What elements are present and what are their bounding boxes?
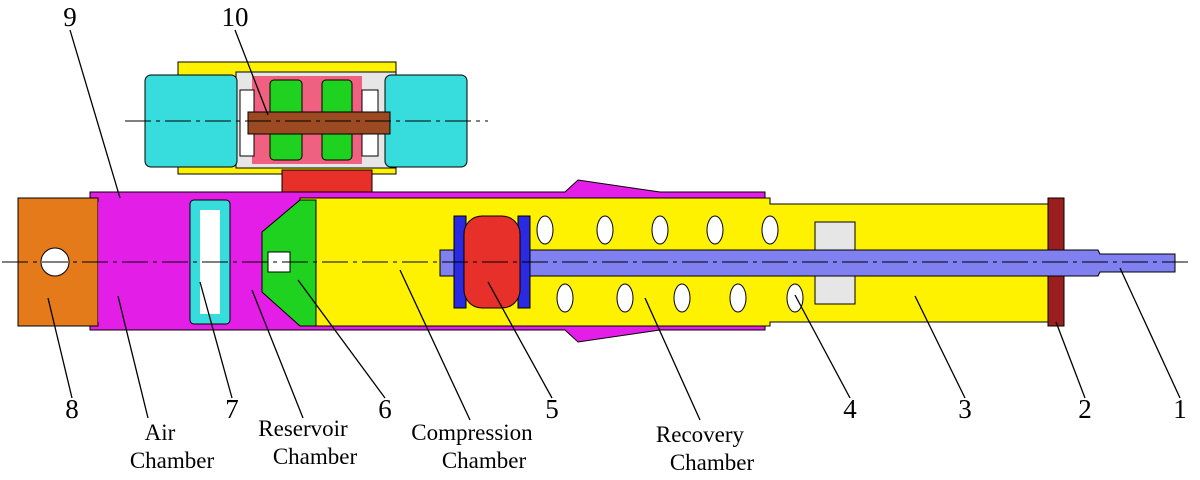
label-part-10: 10 [222,2,249,32]
spring-coil [706,215,724,245]
spring-coil [616,283,634,313]
leader-line-5 [487,281,553,399]
leader-line-air [117,295,149,419]
gearbox-shaft [247,111,391,135]
chamber-labels: Air Chamber Reservoir Chamber Compressio… [130,416,755,475]
gearbox-assembly [144,61,468,197]
label-part-8: 8 [65,394,79,424]
spring-coil [556,283,574,313]
label-part-7: 7 [225,394,239,424]
label-part-4: 4 [843,394,857,424]
spring-coil [651,215,669,245]
spring-coil [673,283,691,313]
leader-line-compression [399,269,471,421]
recovery-chamber-label-line2: Chamber [670,450,755,475]
spring-coil [761,215,779,245]
compression-chamber-label-line1: Compression [411,420,533,445]
leader-line-2 [1055,321,1086,399]
main-body [17,179,1176,343]
leader-line-8 [47,297,73,399]
label-part-3: 3 [958,394,972,424]
leader-line-reservoir [251,289,304,419]
compression-chamber-label-line2: Chamber [442,448,527,473]
spring-coil [786,283,804,313]
recovery-chamber-label-line1: Recovery [656,422,745,447]
leader-lines [47,29,1181,421]
leader-line-recovery [644,297,701,421]
air-chamber-label-line2: Chamber [130,448,215,473]
leader-line-7 [199,281,233,399]
leader-line-3 [914,295,966,399]
piston-rod [439,249,1176,277]
spring-coil [536,215,554,245]
reservoir-chamber-label-line2: Chamber [273,444,358,469]
leader-line-1 [1119,267,1181,399]
air-chamber-label-line1: Air [145,420,176,445]
label-part-2: 2 [1078,394,1092,424]
label-part-6: 6 [378,394,392,424]
part-number-labels: 1 2 3 4 5 6 7 8 9 10 [63,2,1187,424]
leader-line-6 [297,279,386,399]
leader-line-9 [69,29,121,199]
recovery-spring [536,215,804,313]
reservoir-chamber-label-line1: Reservoir [258,416,348,441]
leader-line-10 [234,29,269,116]
leader-line-4 [794,294,851,399]
label-part-5: 5 [545,394,559,424]
label-part-1: 1 [1173,394,1187,424]
spring-coil [729,283,747,313]
label-part-9: 9 [63,2,77,32]
spring-coil [596,215,614,245]
